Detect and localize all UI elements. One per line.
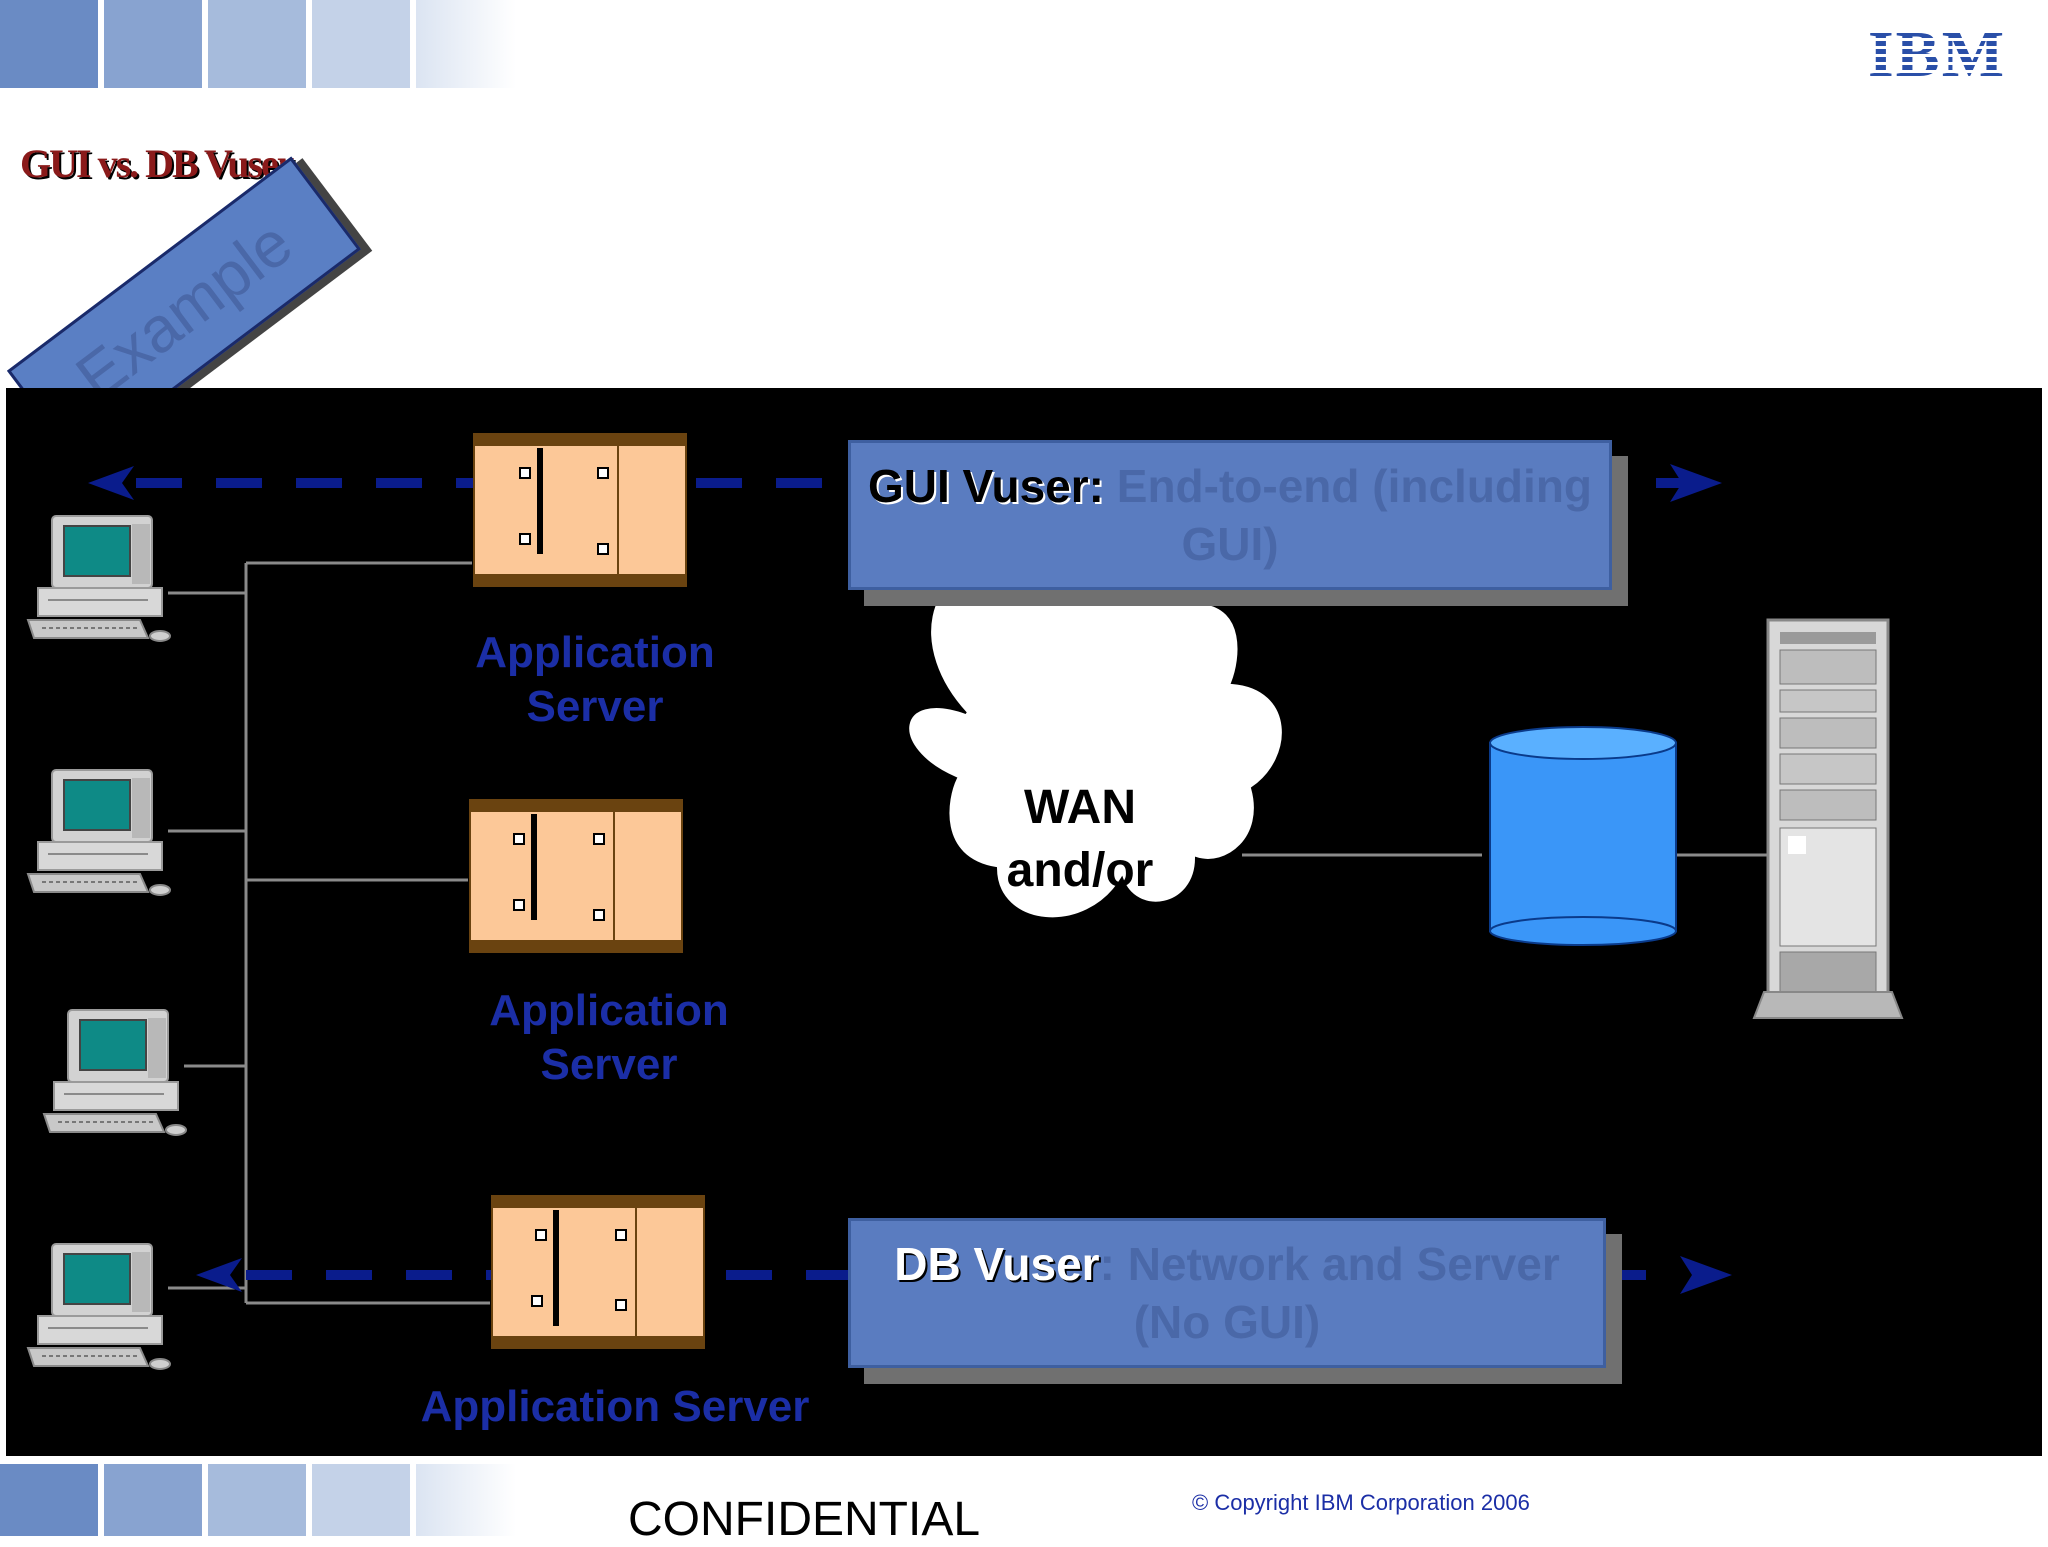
db-vuser-box: DB Vuser: Network and Server (No GUI) [848, 1218, 1606, 1368]
client-computer-icon [43, 1009, 187, 1136]
wan-label-line: Internet [991, 907, 1168, 960]
db-vuser-arrow [196, 1256, 1732, 1294]
client-computer-icon [27, 769, 171, 896]
network-lines [168, 561, 1768, 1305]
copyright-notice: © Copyright IBM Corporation 2006 [1192, 1490, 1530, 1515]
app-server-icon [469, 799, 683, 953]
network-diagram [27, 433, 1904, 1370]
gui-vuser-title: GUI Vuser: [867, 460, 1104, 512]
server-rack-icon [1752, 618, 1904, 1019]
page-title: GUI vs. DB Vuser [20, 141, 295, 186]
footer-decor-band [0, 1464, 540, 1536]
gui-vuser-box: GUI Vuser: End-to-end (including GUI) [848, 440, 1612, 590]
wan-label-line: WAN [1024, 781, 1136, 834]
app-server-label: Application Server [489, 986, 729, 1089]
database-icon [1489, 726, 1677, 946]
db-vuser-title: DB Vuser [894, 1238, 1100, 1290]
db-vuser-description: : Network and Server (No GUI) [1099, 1238, 1560, 1348]
ibm-logo: IBM [1868, 22, 2008, 82]
app-server-label: Application Server [420, 1382, 810, 1431]
client-computer-icon [27, 1243, 171, 1370]
confidential-label: CONFIDENTIAL [628, 1493, 981, 1546]
app-server-label: Application Server [475, 628, 715, 731]
gui-vuser-description: End-to-end (including GUI) [1116, 460, 1593, 570]
wan-label-line: and/or [1006, 844, 1154, 897]
client-computer-icon [27, 515, 171, 642]
wan-label: WAN and/or Internet [960, 776, 1200, 965]
app-server-icon [491, 1195, 705, 1349]
app-server-icon [473, 433, 687, 587]
header-decor-band [0, 0, 540, 88]
